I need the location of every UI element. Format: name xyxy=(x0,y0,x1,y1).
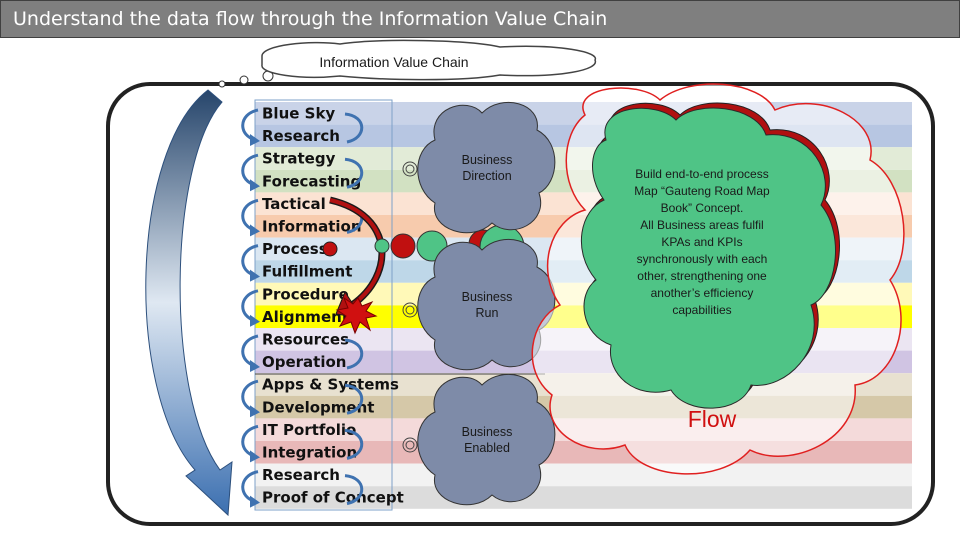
business-cloud-label: Business xyxy=(462,290,513,304)
chain-node-2 xyxy=(390,233,416,259)
curl-arrowhead-left xyxy=(250,495,260,508)
curl-arrows xyxy=(241,108,260,508)
title-bar: Understand the data flow through the Inf… xyxy=(0,0,960,38)
ladder-panel xyxy=(254,99,393,511)
ladder-labels: Blue SkyResearchStrategyForecastingTacti… xyxy=(262,105,404,507)
description-line: other, strengthening one xyxy=(637,269,767,283)
ladder-item: Resources xyxy=(262,331,349,349)
cloud-rings xyxy=(402,161,418,453)
starburst-icon xyxy=(335,296,378,335)
curl-arrowhead-left xyxy=(250,224,260,237)
ladder-item: Procedure xyxy=(262,285,349,303)
header-cloud-label: Information Value Chain xyxy=(319,54,468,70)
curl-arrow-right xyxy=(344,383,364,415)
ladder-item: Apps & Systems xyxy=(262,376,399,394)
ladder-item: Research xyxy=(262,127,340,145)
business-clouds: BusinessDirectionBusinessRunBusinessEnab… xyxy=(417,102,556,506)
slide-title: Understand the data flow through the Inf… xyxy=(13,8,608,30)
feedback-arrow xyxy=(145,89,233,517)
ladder-item: Strategy xyxy=(262,150,336,168)
band-17 xyxy=(255,486,912,509)
curl-arrow-right xyxy=(344,112,364,144)
description-line: capabilities xyxy=(672,303,731,317)
ladder-item: Operation xyxy=(262,353,346,371)
description-line: All Business areas fulfil xyxy=(640,218,763,232)
ladder-item: Proof of Concept xyxy=(262,489,404,507)
description-line: another’s efficiency xyxy=(651,286,754,300)
business-cloud-0 xyxy=(417,102,556,234)
ladder-item: Integration xyxy=(262,444,357,462)
description-line: synchronously with each xyxy=(637,252,768,266)
curl-arrow-right xyxy=(344,474,364,506)
business-cloud-label: Enabled xyxy=(464,441,510,455)
curl-arrow-right xyxy=(344,338,364,370)
ladder-item: IT Portfolio xyxy=(262,421,356,439)
process-marker xyxy=(322,241,338,257)
curl-arrowhead-left xyxy=(250,450,260,463)
business-cloud-label: Business xyxy=(462,425,513,439)
curl-arrowhead-left xyxy=(250,269,260,282)
ladder-item: Tactical xyxy=(262,195,326,213)
flow-label: Flow xyxy=(688,406,737,432)
curl-arrowhead-left xyxy=(250,179,260,192)
business-cloud-label: Run xyxy=(476,306,499,320)
ladder-item: Research xyxy=(262,466,340,484)
ladder-item: Process xyxy=(262,240,328,258)
ladder-item: Forecasting xyxy=(262,172,361,190)
strategy-cloud xyxy=(581,107,836,409)
ladder-item: Fulfillment xyxy=(262,263,352,281)
ladder-item: Information xyxy=(262,218,362,236)
curl-arrow-right xyxy=(344,157,364,189)
business-cloud-label: Business xyxy=(462,153,513,167)
ladder-item: Blue Sky xyxy=(262,105,335,123)
ladder-item: Development xyxy=(262,398,374,416)
curl-arrow-right xyxy=(344,428,364,460)
curl-arrowhead-left xyxy=(250,134,260,146)
curl-arrowhead-left xyxy=(250,360,260,372)
header-cloud xyxy=(218,39,597,88)
business-cloud-2 xyxy=(417,374,556,506)
description-line: Build end-to-end process xyxy=(635,167,768,181)
chain-node-1 xyxy=(374,238,390,254)
ladder-item: Alignment xyxy=(262,308,349,326)
description-line: Map “Gauteng Road Map xyxy=(634,184,770,198)
description-line: Book” Concept. xyxy=(661,201,744,215)
curl-arrowhead-left xyxy=(250,405,260,418)
description-line: KPAs and KPIs xyxy=(661,235,742,249)
curl-arrowhead-left xyxy=(250,314,260,327)
business-cloud-label: Direction xyxy=(462,169,511,183)
band-16 xyxy=(255,463,912,487)
